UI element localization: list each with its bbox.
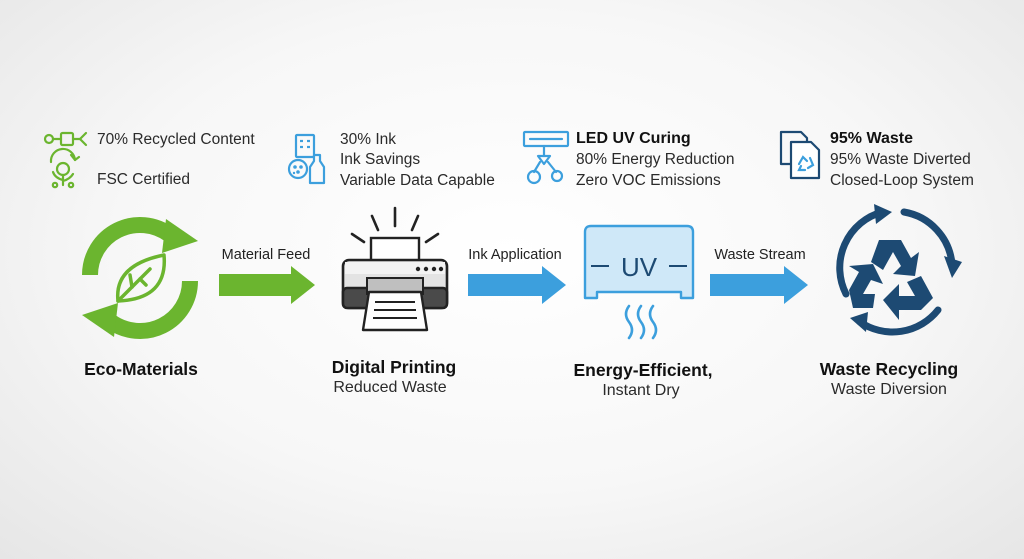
arrow-label-waste-stream: Waste Stream [714,247,806,263]
feature-variable-data: Variable Data Capable [340,172,495,189]
uv-lamp-icon: UV [583,224,695,340]
stage-title-eco-materials: Eco-Materials [84,359,198,379]
feature-zero-voc: Zero VOC Emissions [576,172,721,189]
stage-title-energy-efficient: Energy-Efficient, [573,360,713,380]
printer-icon [341,206,449,332]
recycle-symbol-icon [836,204,962,336]
feature-ink-savings: Ink Savings [340,151,421,168]
stage-title-digital-printing: Digital Printing [331,357,457,377]
feature-energy-reduction: 80% Energy Reduction [576,151,735,168]
feature-heading-led-uv-curing: LED UV Curing [576,129,691,150]
uv-led-lamp-icon [522,130,570,185]
arrow-label-ink-application: Ink Application [468,247,562,263]
led-uv-curing-heading: LED UV Curing [576,130,691,147]
stage-subtitle-instant-dry: Instant Dry [602,382,680,399]
feature-fsc-certified: FSC Certified [97,171,191,188]
stage-title-waste-recycling: Waste Recycling [819,359,959,379]
feature-recycled-content: 70% Recycled Content [97,131,255,148]
stage-subtitle-waste-diversion: Waste Diversion [831,381,947,398]
waste-heading: 95% Waste [830,130,913,147]
recycle-documents-icon [779,130,821,180]
arrow-waste-stream [710,266,808,304]
eco-sprout-icon [49,147,81,189]
feature-waste-diverted: 95% Waste Diverted [830,151,971,168]
stage-subtitle-reduced-waste: Reduced Waste [333,379,447,396]
circuit-recycle-icon [43,131,88,147]
arrow-label-material-feed: Material Feed [221,247,311,263]
uv-label: UV [621,252,658,282]
ink-cartridge-icon [287,133,326,185]
feature-heading-95-waste: 95% Waste [830,129,913,150]
arrow-material-feed [219,266,315,304]
feature-ink-percent: 30% Ink [340,131,397,148]
feature-closed-loop: Closed-Loop System [830,172,974,189]
recycle-leaf-icon [82,217,198,339]
arrow-ink-application [468,266,566,304]
